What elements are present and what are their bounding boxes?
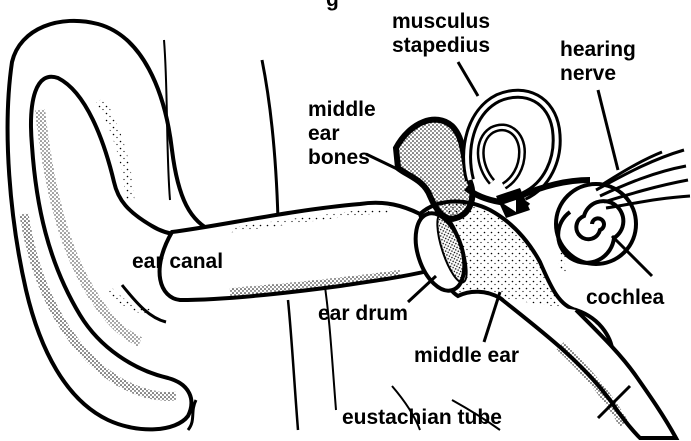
outer-ear	[8, 21, 214, 430]
label-ear-drum: ear drum	[318, 302, 408, 326]
label-musculus-stapedius: musculus stapedius	[392, 10, 490, 58]
semicircular-canals	[467, 94, 590, 196]
label-ear-canal: ear canal	[132, 250, 223, 274]
label-cochlea: cochlea	[586, 286, 664, 310]
hearing-nerve	[596, 150, 690, 208]
label-top-partial: g	[326, 0, 339, 12]
label-middle-ear-bones: middle ear bones	[308, 98, 376, 170]
label-middle-ear: middle ear	[414, 344, 519, 368]
label-eustachian-tube: eustachian tube	[342, 406, 502, 430]
label-hearing-nerve: hearing nerve	[560, 38, 636, 86]
